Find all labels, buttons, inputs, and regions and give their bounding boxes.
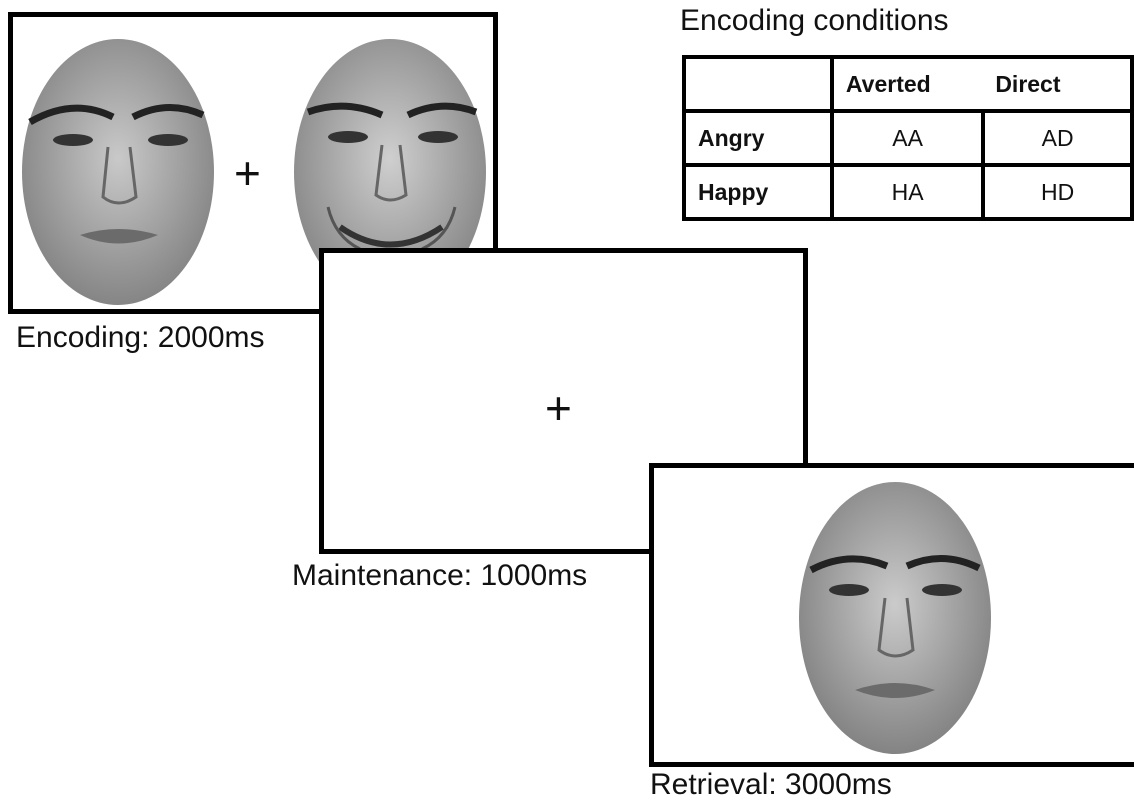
retrieval-face-image [799,482,991,754]
encoding-caption: Encoding: 2000ms [16,321,265,354]
encoding-conditions-title: Encoding conditions [680,4,949,37]
table-row: Happy HA HD [684,163,1132,219]
table-header-row: Averted Direct [684,57,1132,111]
table-corner-cell [684,57,834,111]
cell-ad: AD [983,109,1132,165]
table-row: Angry AA AD [684,109,1132,165]
encoding-fixation-cross: + [234,147,261,199]
cell-hd: HD [983,163,1132,219]
row-header-angry: Angry [684,109,834,165]
row-header-happy: Happy [684,163,834,219]
cell-ha: HA [831,163,986,219]
retrieval-caption: Retrieval: 3000ms [650,768,892,801]
happy-face-image [294,39,486,305]
angry-face-image [22,39,214,305]
column-header-direct: Direct [995,70,1061,97]
cell-aa: AA [831,109,986,165]
encoding-conditions-table: Averted Direct Angry AA AD Happy HA HD [682,55,1134,221]
maintenance-fixation-cross: + [545,382,572,434]
column-header-averted: Averted [845,70,931,97]
maintenance-caption: Maintenance: 1000ms [292,559,588,592]
